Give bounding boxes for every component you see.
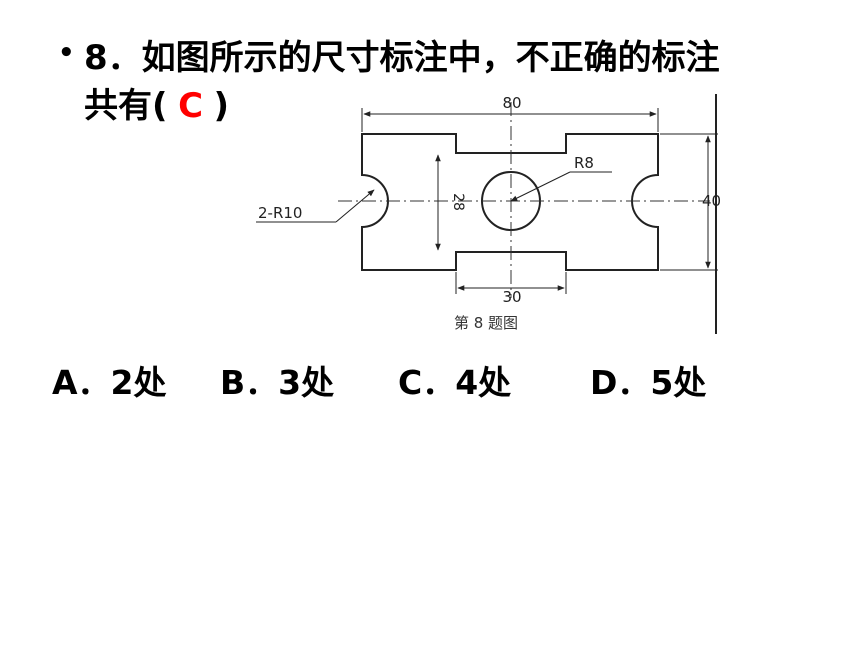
dim-right-label: 40 [702,192,720,210]
paren-close: ) [213,86,230,126]
part-outline [361,133,659,271]
dim-top-label: 80 [502,94,521,112]
answer-mark: C [178,86,204,126]
radius-center-label: R8 [574,154,594,172]
option-a: A．2处 [52,363,167,402]
dim-bottom-label: 30 [502,288,521,306]
dim-inner-height-label: 28 [450,193,466,211]
question-prefix: 共有 [84,86,152,126]
bullet: • [58,38,75,68]
paren-open: ( [152,86,168,126]
option-d: D．5处 [590,363,707,402]
option-c: C．4处 [398,363,512,402]
figure-caption: 第 8 题图 [454,314,518,332]
radius-side-label: 2-R10 [258,204,302,222]
dimension-drawing: 80 40 30 28 R8 2-R10 第 8 题图 [256,94,720,334]
question-text-line2: 共有(C) [84,78,229,127]
question-text-line1: 8．如图所示的尺寸标注中，不正确的标注 [84,38,720,78]
option-b: B．3处 [220,363,335,402]
